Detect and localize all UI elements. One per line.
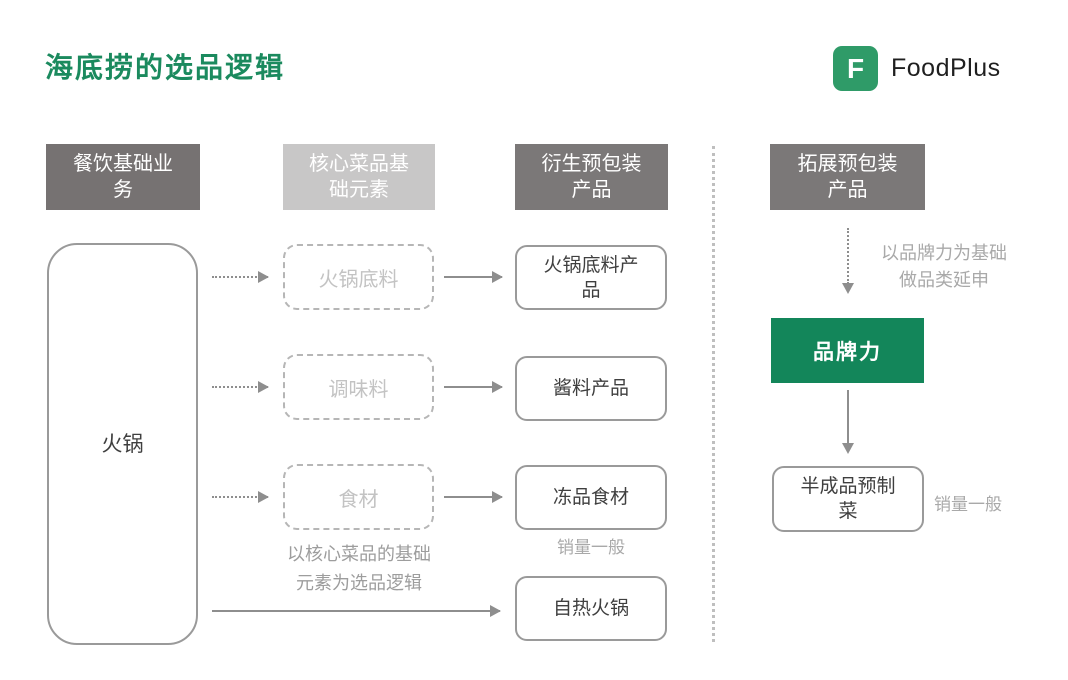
core-element-soup-base-box: 火锅底料 (283, 244, 434, 310)
foodplus-logo-icon: F (833, 46, 878, 91)
column-header-derived-products: 衍生预包装产品 (515, 144, 668, 210)
arrow-hotpot-to-soup-base (212, 271, 269, 283)
derived-product-self-heating-hotpot-box: 自热火锅 (515, 576, 667, 641)
arrow-hotpot-to-self-heating-hotpot (212, 605, 501, 617)
arrow-ingredients-to-frozen-food (444, 491, 503, 503)
frozen-food-sales-note: 销量一般 (557, 538, 625, 557)
derived-product-frozen-food-box: 冻品食材 (515, 465, 667, 530)
logo-letter: F (846, 52, 865, 84)
arrow-expansion-header-to-brand-power (842, 228, 854, 294)
section-divider-dotted-line (712, 146, 715, 642)
hotpot-base-business-box: 火锅 (47, 243, 198, 645)
arrow-soup-base-to-product (444, 271, 503, 283)
arrow-hotpot-to-seasoning (212, 381, 269, 393)
prepared-dishes-sales-note: 销量一般 (934, 495, 1002, 514)
arrow-brand-power-to-prepared-dishes (842, 390, 854, 454)
column-header-base-business: 餐饮基础业务 (46, 144, 200, 210)
derived-product-sauce-box: 酱料产品 (515, 356, 667, 421)
core-elements-logic-note: 以核心菜品的基础元素为选品逻辑 (287, 544, 431, 593)
column-header-expansion-products: 拓展预包装产品 (770, 144, 925, 210)
arrow-seasoning-to-sauce (444, 381, 503, 393)
core-element-seasoning-box: 调味料 (283, 354, 434, 420)
arrow-hotpot-to-ingredients (212, 491, 269, 503)
core-element-ingredients-box: 食材 (283, 464, 434, 530)
page-title: 海底捞的选品逻辑 (45, 52, 286, 83)
brand-power-method-note: 以品牌力为基础做品类延申 (881, 243, 1007, 290)
prepared-dishes-box: 半成品预制菜 (772, 466, 924, 532)
derived-product-soup-base-box: 火锅底料产品 (515, 245, 667, 310)
brand-power-box: 品牌力 (771, 318, 924, 383)
column-header-core-elements: 核心菜品基础元素 (283, 144, 435, 210)
logo-wordmark: FoodPlus (891, 54, 1001, 82)
foodplus-logo: F FoodPlus (833, 46, 1001, 91)
